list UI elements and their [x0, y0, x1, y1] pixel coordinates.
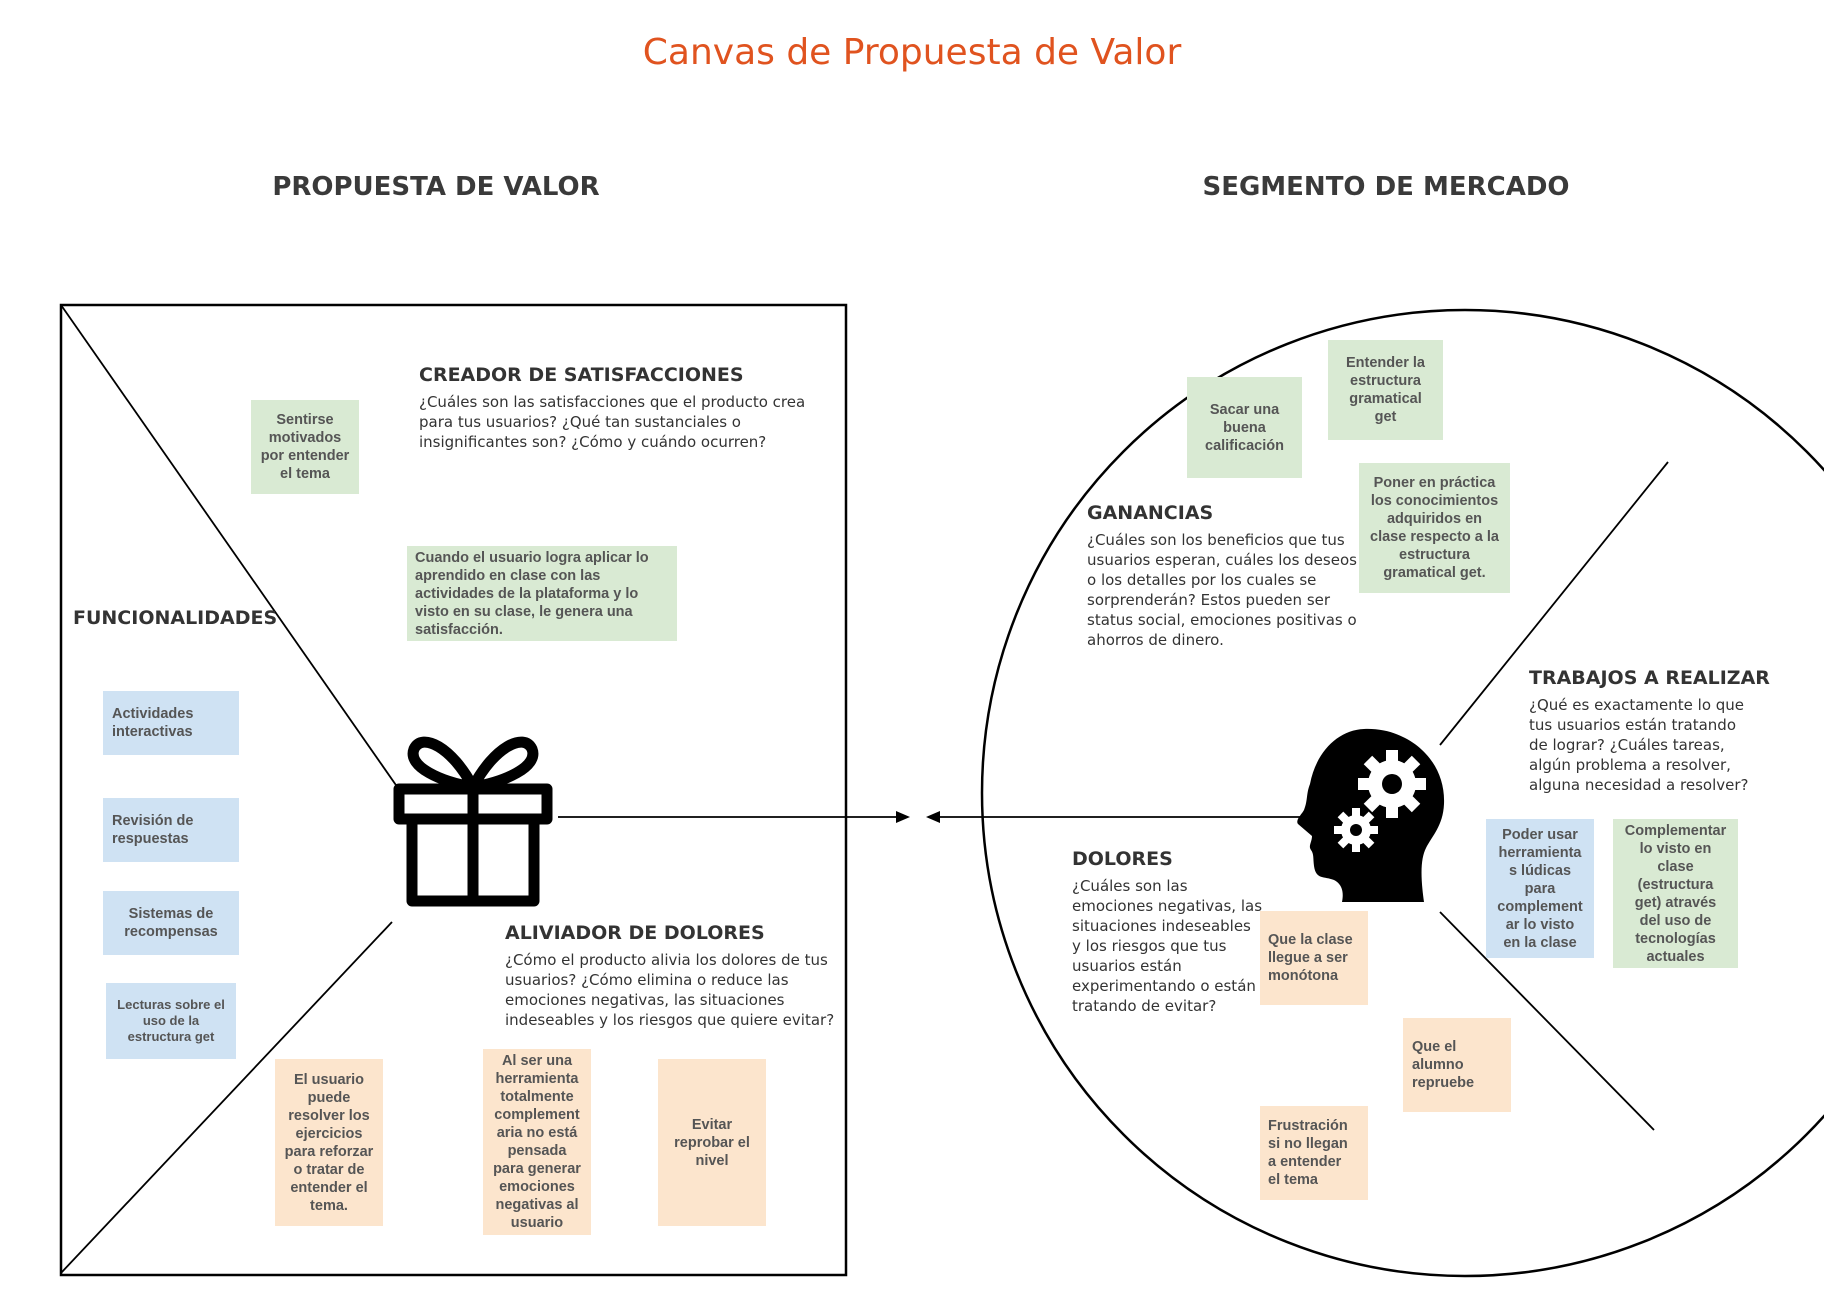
page-title: Canvas de Propuesta de Valor	[642, 32, 1182, 73]
section-ganancias: GANANCIAS ¿Cuáles son los beneficios que…	[1087, 502, 1357, 650]
section-heading: DOLORES	[1072, 848, 1173, 870]
section-dolores: DOLORES ¿Cuáles son las emociones negati…	[1072, 848, 1272, 1016]
section-description: ¿Cuáles son los beneficios que tus usuar…	[1087, 531, 1357, 649]
customer-segment-circle	[980, 308, 1824, 1278]
section-heading: CREADOR DE SATISFACCIONES	[419, 364, 744, 386]
section-heading: FUNCIONALIDADES	[73, 607, 278, 629]
circle-divider-bottom	[1439, 911, 1655, 1131]
section-heading: GANANCIAS	[1087, 502, 1214, 524]
section-trabajos-realizar: TRABAJOS A REALIZAR ¿Qué es exactamente …	[1529, 667, 1809, 795]
value-proposition-square	[59, 303, 848, 1277]
section-description: ¿Cuáles son las satisfacciones que el pr…	[419, 393, 806, 451]
section-creador-satisfacciones: CREADOR DE SATISFACCIONES ¿Cuáles son la…	[419, 364, 819, 452]
arrow-right-head	[896, 811, 910, 823]
left-column-title: PROPUESTA DE VALOR	[272, 172, 600, 202]
head-gears-icon	[1297, 728, 1445, 902]
gift-icon	[393, 736, 553, 907]
section-description: ¿Qué es exactamente lo que tus usuarios …	[1529, 696, 1749, 794]
section-heading: ALIVIADOR DE DOLORES	[505, 922, 765, 944]
square-diagonal-bottom	[60, 921, 393, 1274]
circle-divider-top	[1439, 461, 1669, 746]
section-description: ¿Cuáles son las emociones negativas, las…	[1072, 877, 1263, 1015]
section-funcionalidades: FUNCIONALIDADES	[73, 607, 277, 635]
section-description: ¿Cómo el producto alivia los dolores de …	[505, 951, 835, 1029]
square-diagonal-top	[60, 304, 399, 789]
arrow-left-head	[926, 811, 940, 823]
section-aliviador-dolores: ALIVIADOR DE DOLORES ¿Cómo el producto a…	[505, 922, 845, 1030]
section-heading: TRABAJOS A REALIZAR	[1529, 667, 1770, 689]
right-column-title: SEGMENTO DE MERCADO	[1202, 172, 1570, 202]
